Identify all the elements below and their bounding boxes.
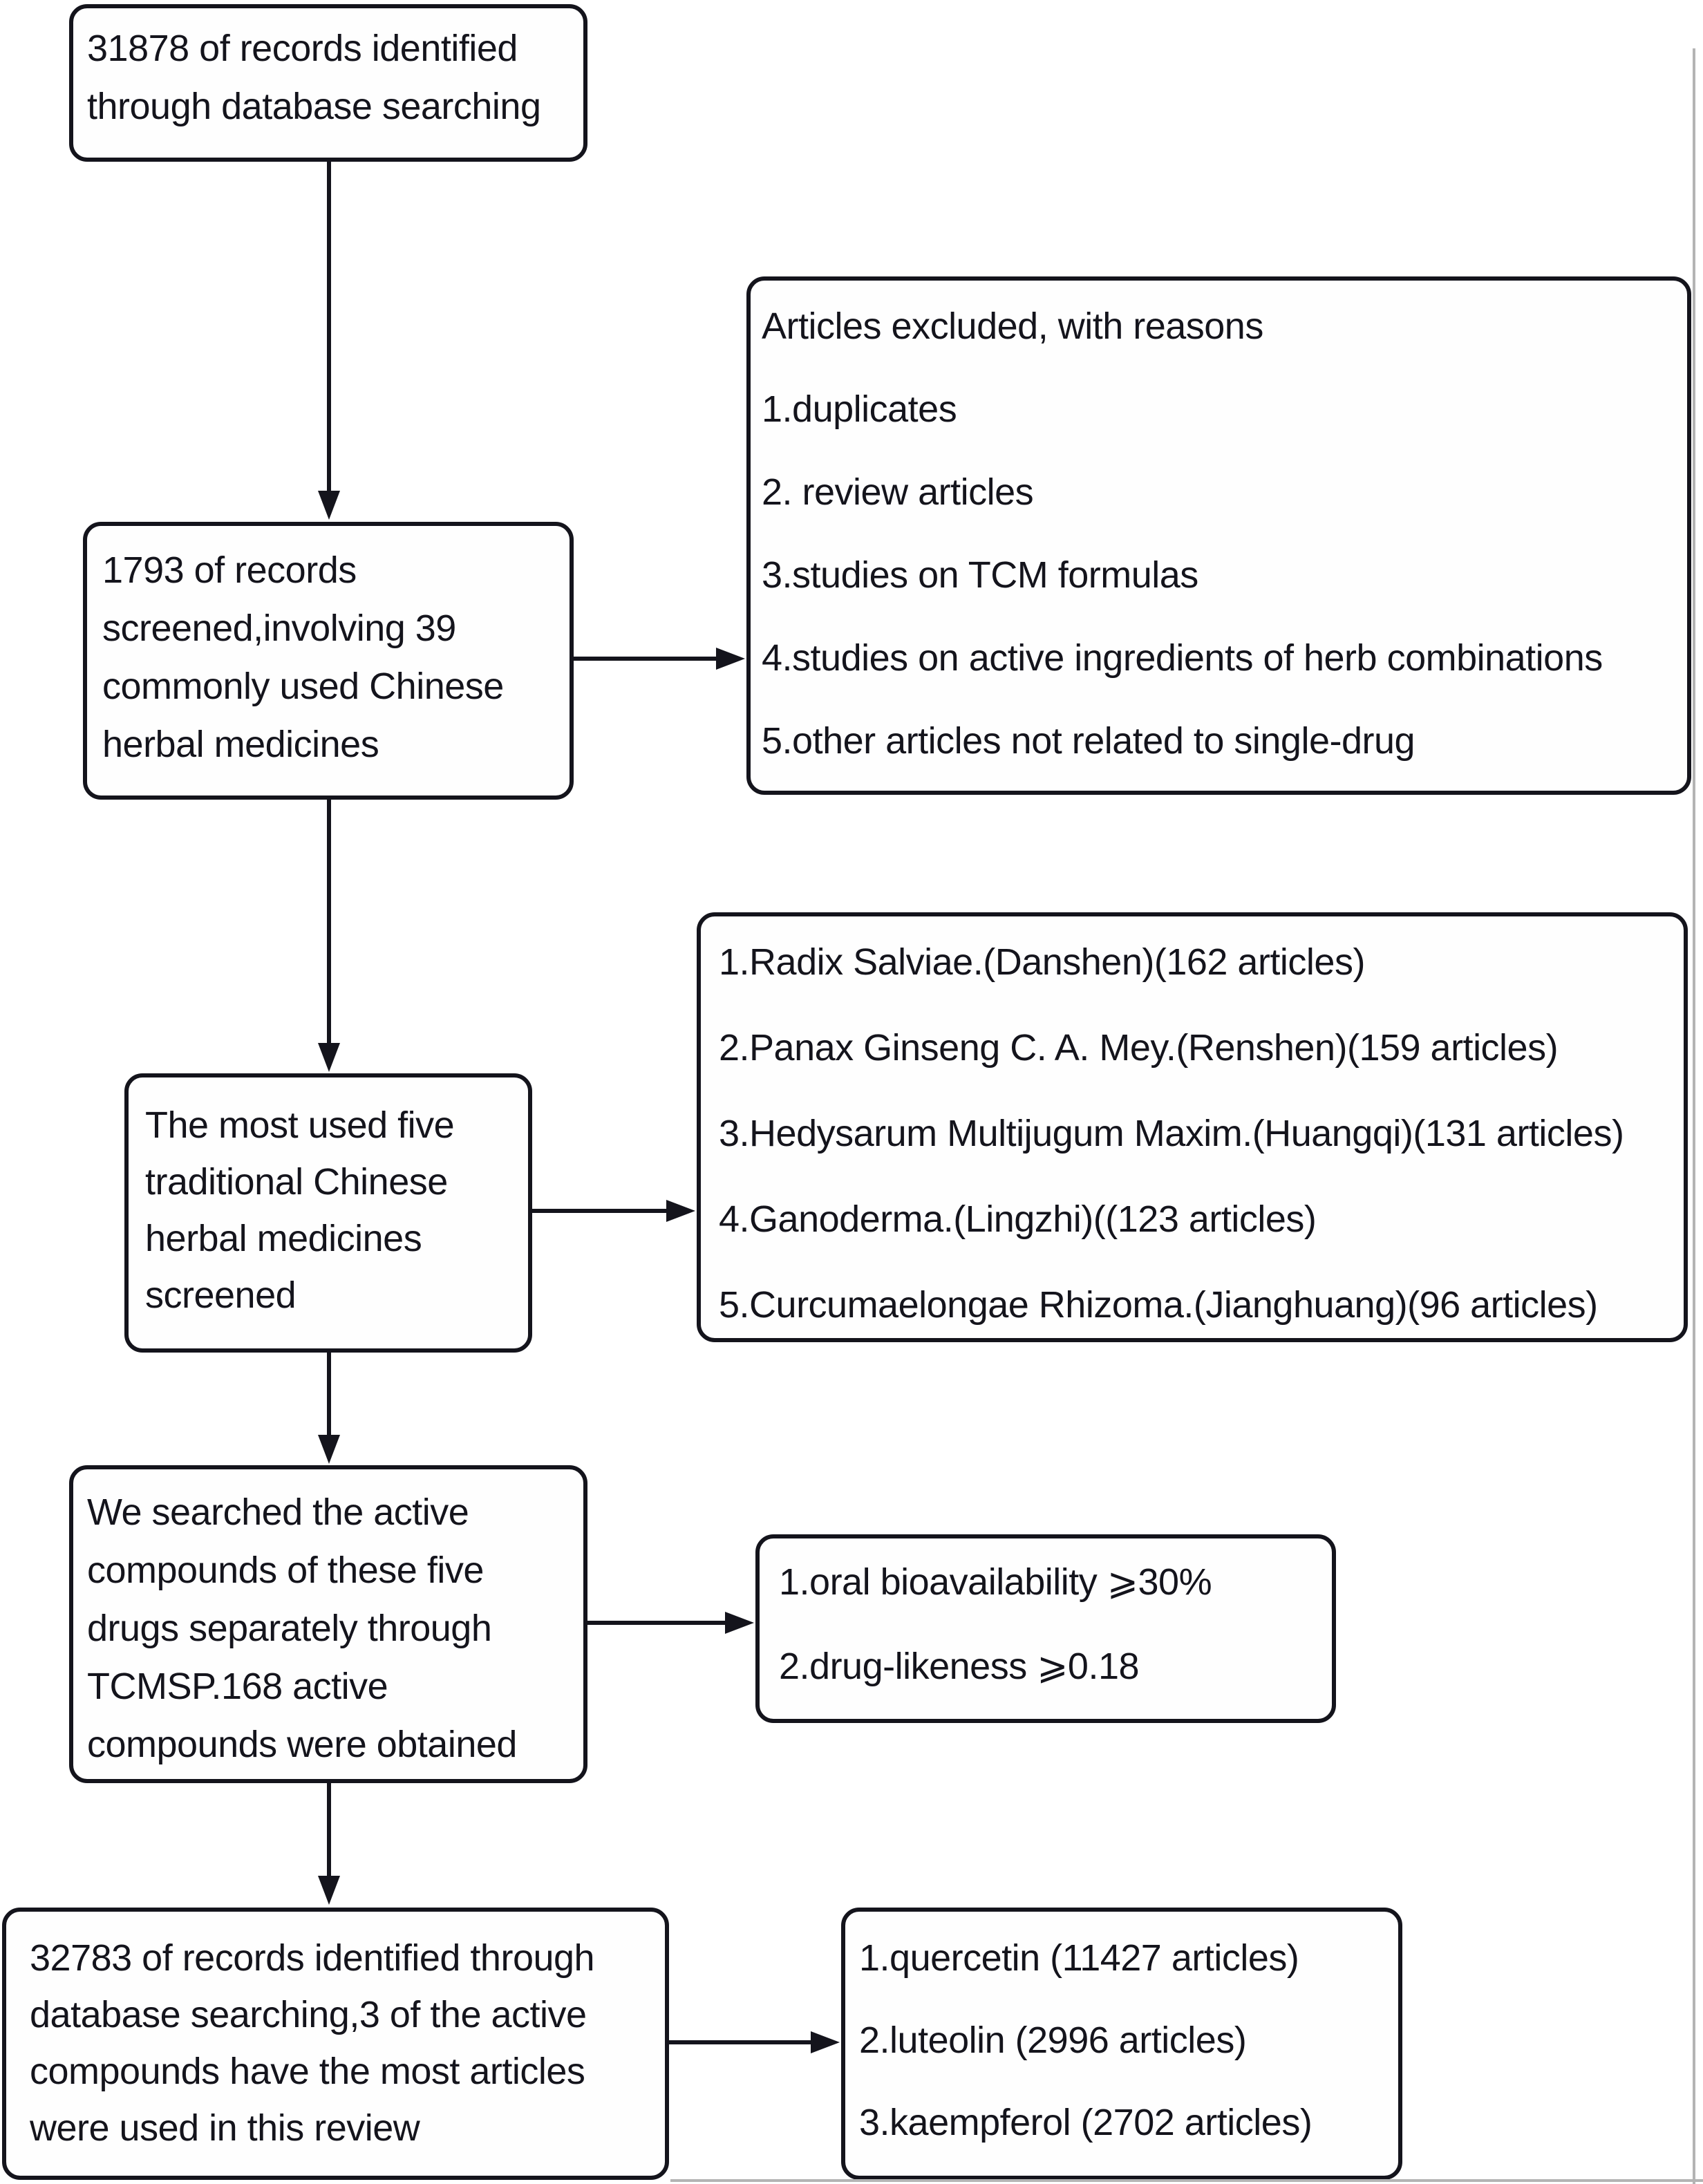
box-text-line: 3.kaempferol (2702 articles) bbox=[859, 2102, 1312, 2143]
box-text-line: 1.quercetin (11427 articles) bbox=[859, 1937, 1299, 1979]
box-text-line: traditional Chinese bbox=[145, 1161, 448, 1203]
connector-screened-to-excluded bbox=[574, 657, 716, 661]
box-text-line: through database searching bbox=[87, 86, 541, 127]
arrowhead-down-icon bbox=[318, 491, 340, 520]
box-text-line: 2.Panax Ginseng C. A. Mey.(Renshen)(159 … bbox=[719, 1027, 1559, 1069]
box-text-line: 4.Ganoderma.(Lingzhi)((123 articles) bbox=[719, 1198, 1317, 1240]
box-most-used-five: The most used five traditional Chinese h… bbox=[124, 1073, 532, 1353]
scan-edge-bottom bbox=[670, 2179, 1703, 2182]
box-text-line: screened bbox=[145, 1274, 297, 1316]
box-text-line: herbal medicines bbox=[145, 1218, 422, 1259]
connector-identified-to-screened bbox=[327, 162, 331, 492]
box-text-line: herbal medicines bbox=[102, 724, 379, 765]
box-text-line: 4.studies on active ingredients of herb … bbox=[762, 637, 1603, 679]
box-tcmsp-search: We searched the active compounds of thes… bbox=[69, 1465, 587, 1783]
box-text-line: 2.drug-likeness ⩾0.18 bbox=[779, 1646, 1140, 1687]
box-text-line: 1.oral bioavailability ⩾30% bbox=[779, 1561, 1212, 1603]
box-text-line: TCMSP.168 active bbox=[87, 1666, 388, 1707]
connector-tcmsp-to-records32783 bbox=[327, 1783, 331, 1877]
box-text-line: 32783 of records identified through bbox=[30, 1937, 595, 1979]
box-records-screened: 1793 of records screened,involving 39 co… bbox=[83, 522, 574, 800]
box-compound-list: 1.quercetin (11427 articles) 2.luteolin … bbox=[841, 1908, 1402, 2180]
box-herb-list: 1.Radix Salviae.(Danshen)(162 articles) … bbox=[697, 912, 1688, 1342]
box-text-line: screened,involving 39 bbox=[102, 608, 456, 649]
connector-mostused-to-herblist bbox=[532, 1209, 666, 1213]
arrowhead-down-icon bbox=[318, 1435, 340, 1464]
connector-screened-to-mostused bbox=[327, 800, 331, 1044]
box-text-line: Articles excluded, with reasons bbox=[762, 305, 1263, 347]
box-text-line: commonly used Chinese bbox=[102, 666, 504, 707]
connector-tcmsp-to-criteria bbox=[587, 1621, 725, 1625]
arrowhead-down-icon bbox=[318, 1876, 340, 1905]
arrowhead-down-icon bbox=[318, 1043, 340, 1072]
box-records-32783: 32783 of records identified through data… bbox=[2, 1908, 669, 2180]
box-text-line: 2.luteolin (2996 articles) bbox=[859, 2020, 1247, 2061]
box-text-line: 5.Curcumaelongae Rhizoma.(Jianghuang)(96… bbox=[719, 1284, 1598, 1326]
box-text-line: 1793 of records bbox=[102, 549, 357, 591]
box-text-line: compounds were obtained bbox=[87, 1724, 517, 1765]
box-text-line: 1.duplicates bbox=[762, 388, 957, 430]
arrowhead-right-icon bbox=[811, 2031, 840, 2053]
connector-mostused-to-tcmsp bbox=[327, 1353, 331, 1436]
arrowhead-right-icon bbox=[666, 1200, 695, 1222]
box-text-line: 31878 of records identified bbox=[87, 28, 518, 69]
box-text-line: drugs separately through bbox=[87, 1608, 492, 1649]
box-records-identified: 31878 of records identified through data… bbox=[69, 4, 587, 162]
box-text-line: The most used five bbox=[145, 1104, 455, 1146]
box-text-line: 1.Radix Salviae.(Danshen)(162 articles) bbox=[719, 941, 1365, 983]
box-text-line: compounds have the most articles bbox=[30, 2051, 585, 2092]
box-text-line: database searching,3 of the active bbox=[30, 1994, 587, 2035]
scan-edge-right bbox=[1693, 48, 1695, 2184]
box-screening-criteria: 1.oral bioavailability ⩾30% 2.drug-liken… bbox=[755, 1534, 1336, 1723]
box-text-line: 5.other articles not related to single-d… bbox=[762, 720, 1415, 762]
box-text-line: 3.studies on TCM formulas bbox=[762, 554, 1198, 596]
box-text-line: compounds of these five bbox=[87, 1550, 484, 1591]
connector-records32783-to-compounds bbox=[669, 2040, 811, 2044]
box-articles-excluded: Articles excluded, with reasons 1.duplic… bbox=[746, 276, 1691, 795]
box-text-line: 3.Hedysarum Multijugum Maxim.(Huangqi)(1… bbox=[719, 1113, 1624, 1154]
box-text-line: were used in this review bbox=[30, 2107, 420, 2149]
arrowhead-right-icon bbox=[716, 648, 745, 670]
box-text-line: We searched the active bbox=[87, 1491, 469, 1533]
box-text-line: 2. review articles bbox=[762, 471, 1034, 513]
arrowhead-right-icon bbox=[725, 1612, 754, 1634]
